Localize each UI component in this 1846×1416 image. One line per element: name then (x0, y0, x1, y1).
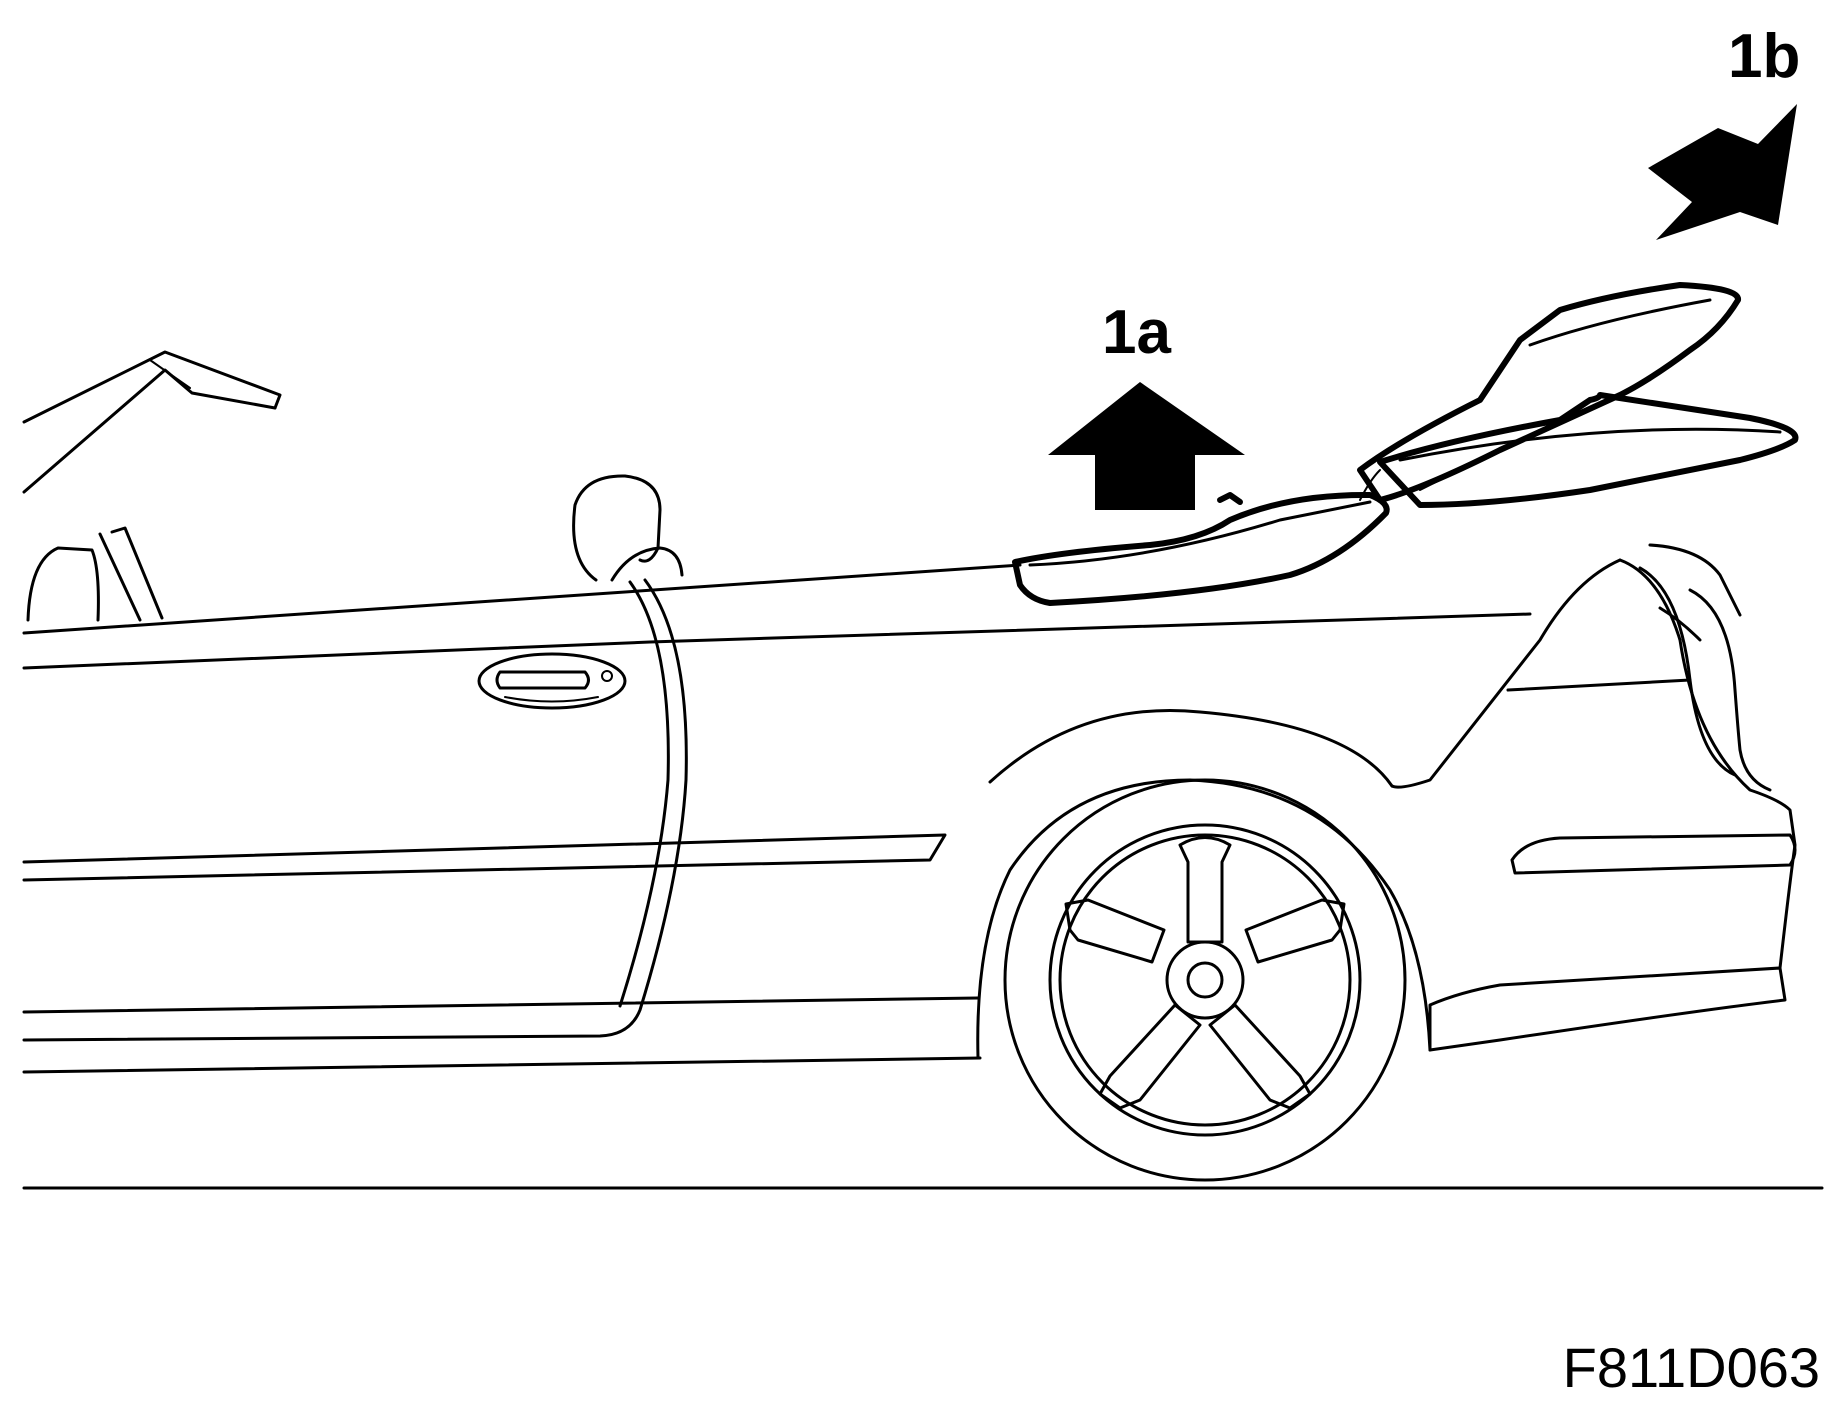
door-handle (477, 652, 627, 710)
callout-1a: 1a (1102, 298, 1171, 367)
front-seat (26, 526, 164, 622)
arrow-1b (1648, 104, 1797, 240)
door-outline (22, 578, 688, 1042)
wheel-arch (976, 708, 1432, 1060)
body-upper-lines (22, 563, 1692, 692)
tonneau-cover (1012, 491, 1390, 606)
rear-headrest (572, 474, 684, 582)
windshield-frame (22, 350, 282, 494)
callout-1b: 1b (1728, 22, 1801, 91)
side-molding (22, 833, 947, 882)
soft-top-folded (1357, 282, 1799, 508)
arrow-1a (1048, 382, 1245, 510)
rocker-lines (22, 996, 982, 1074)
figure-code: F811D063 (1562, 1336, 1820, 1399)
rear-quarter (1390, 543, 1797, 1052)
rear-wheel (1003, 778, 1407, 1182)
